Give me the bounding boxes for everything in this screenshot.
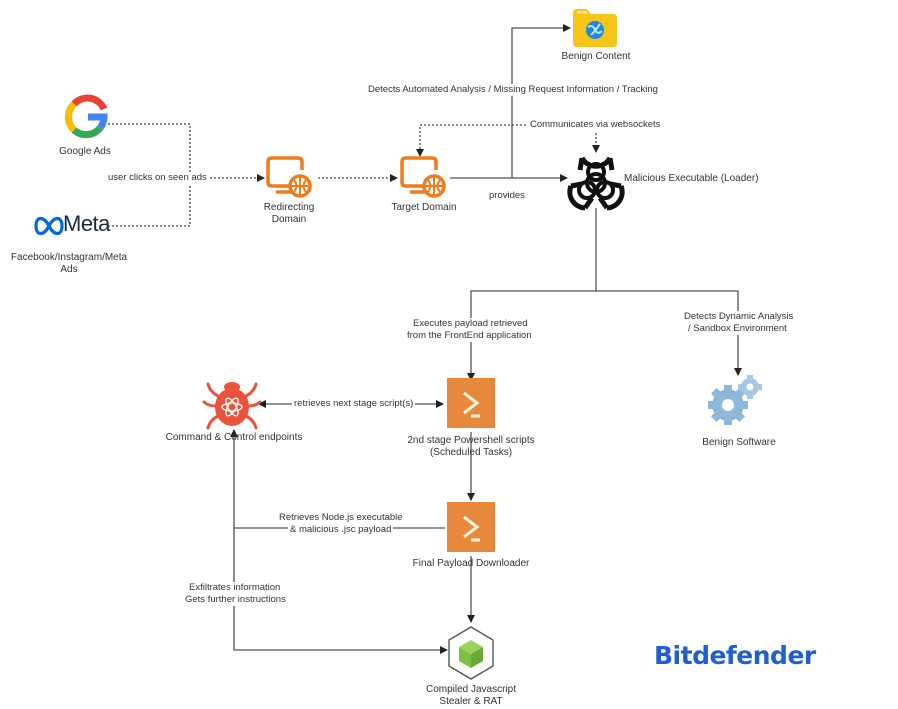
edge-label-retrieves-next: retrieves next stage script(s): [292, 398, 416, 410]
edge-label-retrieves-node-2: & malicious .jsc payload: [288, 524, 394, 536]
edge-branch-to-benign-software: [596, 290, 742, 376]
edge-branch-to-second-stage: [467, 290, 596, 381]
edge-label-retrieves-node-1: Retrieves Node.js executable: [277, 512, 405, 524]
bug-icon: [202, 382, 262, 430]
edge-target-to-benign-content: [450, 24, 571, 179]
final-downloader-label: Final Payload Downloader: [412, 558, 530, 569]
edge-label-detects-dynamic-2: / Sandbox Environment: [686, 323, 789, 335]
folder-globe-icon: [573, 9, 617, 47]
nodejs-cube-icon: [448, 626, 494, 680]
second-stage-label-2: (Scheduled Tasks): [429, 447, 513, 458]
meta-logo-icon: [34, 216, 64, 236]
edge-label-exfiltrates-2: Gets further instructions: [183, 594, 288, 606]
gears-icon: [708, 375, 762, 425]
redirecting-domain-icon: [266, 156, 312, 198]
edge-c2-to-compiled: [233, 528, 448, 654]
target-domain-icon: [400, 156, 446, 198]
edge-label-websockets: Communicates via websockets: [528, 119, 663, 131]
second-stage-powershell-icon: [447, 378, 495, 428]
edge-label-exfiltrates-1: Exfiltrates information: [187, 582, 283, 594]
c2-endpoints-label: Command & Control endpoints: [165, 432, 303, 443]
edge-label-detects-dynamic-1: Detects Dynamic Analysis: [682, 311, 796, 323]
malicious-executable-label: Malicious Executable (Loader): [624, 173, 759, 184]
final-downloader-powershell-icon: [447, 502, 495, 552]
meta-ads-label-1: Facebook/Instagram/Meta: [10, 252, 128, 263]
compiled-js-label-2: Stealer & RAT: [439, 696, 503, 707]
bitdefender-logo: Bitdefender: [654, 641, 816, 670]
meta-logo-text: Meta: [63, 211, 110, 236]
edge-label-provides: provides: [489, 190, 525, 201]
biohazard-icon: [567, 156, 625, 211]
target-domain-label: Target Domain: [391, 202, 457, 213]
meta-ads-label-2: Ads: [60, 264, 78, 275]
google-ads-label: Google Ads: [59, 146, 111, 157]
edge-label-detects-automated: Detects Automated Analysis / Missing Req…: [366, 84, 660, 96]
edge-label-executes-2: from the FrontEnd application: [405, 330, 534, 342]
benign-content-label: Benign Content: [561, 51, 631, 62]
redirecting-domain-label-2: Domain: [271, 214, 307, 225]
google-logo-icon: [65, 94, 108, 139]
edge-label-executes-1: Executes payload retrieved: [411, 318, 530, 330]
compiled-js-label-1: Compiled Javascript: [425, 684, 517, 695]
second-stage-label-1: 2nd stage Powershell scripts: [407, 435, 535, 446]
benign-software-label: Benign Software: [702, 437, 776, 448]
redirecting-domain-label-1: Redirecting: [263, 202, 315, 213]
edge-label-user-clicks: user clicks on seen ads: [106, 172, 209, 184]
